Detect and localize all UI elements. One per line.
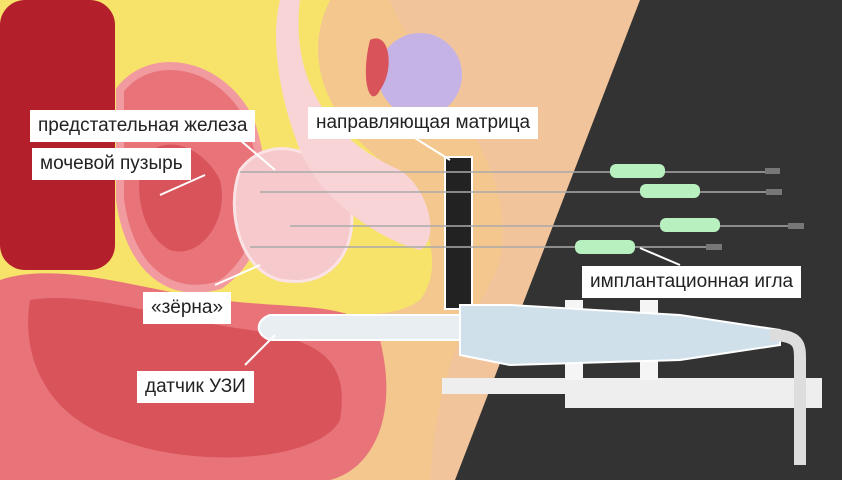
label-implant-needle: имплантационная игла (582, 266, 802, 298)
vessel (365, 38, 389, 97)
needle-hubs (575, 164, 804, 254)
guide-template (444, 156, 473, 310)
urethra-tissue (276, 0, 431, 250)
label-guide-template: направляющая матрица (308, 107, 539, 139)
seminal-vesicle (378, 33, 462, 117)
label-ultrasound-probe: датчик УЗИ (137, 371, 254, 403)
ultrasound-probe (257, 300, 822, 465)
leader-lines (159, 134, 681, 366)
label-prostate: предстательная железа (30, 110, 256, 142)
label-bladder: мочевой пузырь (32, 148, 191, 180)
label-seeds: «зёрна» (143, 292, 232, 324)
